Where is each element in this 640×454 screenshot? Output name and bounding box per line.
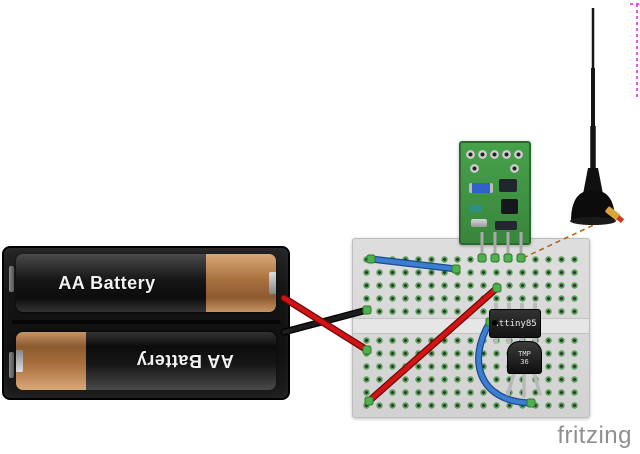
pcb-pad xyxy=(514,150,523,159)
pcb-pad xyxy=(490,150,499,159)
battery-positive-tip xyxy=(16,350,23,372)
attiny85-chip: attiny85 xyxy=(489,309,541,338)
selection-dashes xyxy=(630,3,640,98)
tmp36-sensor: TMP 36 xyxy=(507,341,542,374)
battery-label: AA Battery xyxy=(136,351,234,372)
breadboard-holes-top xyxy=(360,253,584,318)
battery-spring-contact xyxy=(9,266,14,292)
pcb-inductor xyxy=(469,183,493,193)
pcb-pad xyxy=(502,150,511,159)
pcb-pad xyxy=(510,164,519,173)
battery-aa-top: AA Battery xyxy=(16,254,276,312)
breadboard-holes-bottom xyxy=(360,334,584,412)
battery-spring-contact xyxy=(9,352,14,378)
pcb-pad xyxy=(478,150,487,159)
fritzing-watermark: fritzing xyxy=(557,422,632,449)
antenna-icon xyxy=(570,8,625,225)
pcb-capacitor xyxy=(470,205,482,212)
pcb-pad xyxy=(466,150,475,159)
battery-aa-bottom: AA Battery xyxy=(16,332,276,390)
chip-pin1-notch xyxy=(492,320,498,326)
battery-slot-divider xyxy=(12,320,280,324)
pcb-crystal xyxy=(471,219,487,227)
attiny85-label: attiny85 xyxy=(493,318,537,329)
tmp36-label-line2: 36 xyxy=(520,357,529,366)
battery-copper-band xyxy=(16,332,87,390)
pcb-ic xyxy=(495,221,517,230)
tmp36-label-line1: TMP xyxy=(518,349,531,358)
pcb-ic xyxy=(501,199,518,214)
pcb-ic xyxy=(499,179,517,192)
battery-positive-tip xyxy=(269,272,276,294)
battery-copper-band xyxy=(205,254,276,312)
battery-holder: AA Battery AA Battery xyxy=(2,246,290,400)
breadboard xyxy=(352,238,590,418)
pcb-pad xyxy=(470,164,479,173)
rf-transmitter-module xyxy=(459,141,531,245)
breadboard-center-channel xyxy=(353,318,589,334)
battery-label: AA Battery xyxy=(58,272,156,293)
